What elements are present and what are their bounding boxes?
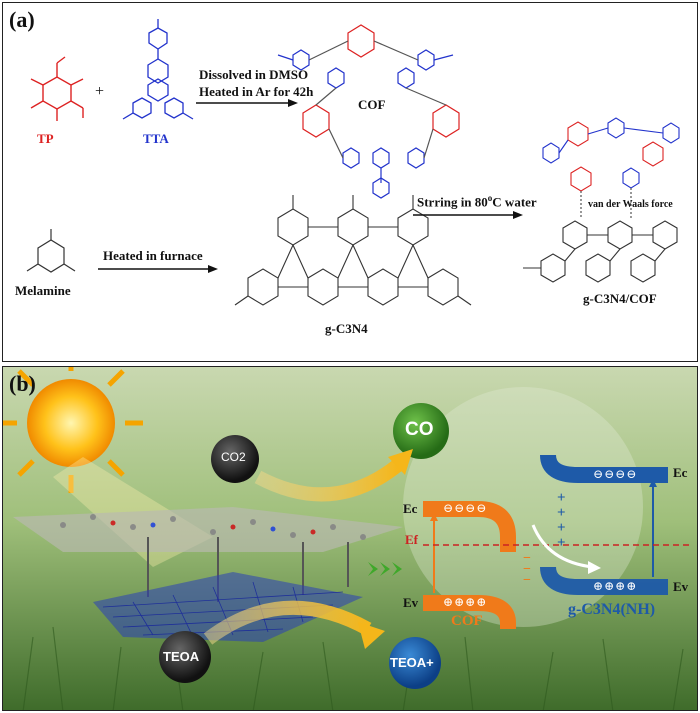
transfer-chevrons	[368, 562, 402, 576]
arrow-furnace	[98, 265, 218, 273]
composite-label: g-C3N4/COF	[583, 291, 657, 306]
globe-watermark	[403, 387, 643, 627]
co2-to-co-arrow	[254, 459, 403, 502]
gc3n4-network	[234, 195, 472, 306]
tp-label: TP	[37, 131, 54, 146]
gcn-band-diagram	[540, 454, 668, 595]
cof-structure	[277, 24, 460, 199]
panel-a: (a) TP + TTA Dissolved in DMSO Heated in…	[2, 2, 698, 362]
cof-label: COF	[358, 97, 386, 112]
ev-right-label: Ev	[673, 579, 689, 594]
panel-a-label: (a)	[9, 7, 35, 32]
co-ball	[393, 403, 449, 459]
cof-electrons: ⊖⊖⊖⊖	[443, 501, 488, 515]
tp-molecule	[30, 56, 84, 121]
interface-minus-charges: −−−	[523, 551, 531, 588]
co2-label: CO2	[221, 450, 246, 464]
arrow2-label: Heated in furnace	[103, 248, 203, 263]
vdw-label: van der Waals force	[588, 199, 673, 210]
teoa-label: TEOA	[163, 649, 200, 664]
gcn-band-label: g-C3N4(NH)	[568, 601, 656, 618]
composite-structure	[523, 117, 680, 283]
co-label: CO	[405, 419, 434, 440]
panel-b-graphics	[3, 367, 697, 710]
melamine-molecule	[26, 229, 76, 273]
ef-label: Ef	[405, 532, 418, 547]
teoa-ball	[159, 631, 211, 683]
gcn-holes: ⊕⊕⊕⊕	[593, 579, 638, 593]
panel-b-label: (b)	[9, 371, 36, 396]
electron-transfer-arrow	[531, 524, 594, 569]
vdw-pillars	[147, 537, 349, 602]
arrow3-label: Strring in 80oC water	[417, 193, 537, 210]
co2-ball	[211, 435, 259, 483]
interface-plus-charges: ++++	[557, 490, 566, 551]
gcn-electrons: ⊖⊖⊖⊖	[593, 467, 638, 481]
cof-layer	[13, 507, 403, 552]
cof-holes: ⊕⊕⊕⊕	[443, 595, 488, 609]
ec-left-label: Ec	[403, 501, 418, 516]
ev-left-label: Ev	[403, 595, 419, 610]
melamine-label: Melamine	[15, 283, 71, 298]
tta-molecule	[122, 19, 194, 120]
panel-b: (b) CO2 CO TEOA TEOA+ Ec Ef Ev Ec Ev ⊖⊖⊖…	[2, 366, 698, 711]
gc3n4-sheet	[93, 572, 363, 642]
gc3n4-label: g-C3N4	[325, 321, 368, 336]
teoa-plus-label: TEOA+	[390, 655, 434, 670]
plus-sign: +	[95, 83, 105, 100]
arrow-stirring	[413, 211, 523, 219]
teoa-plus-ball	[389, 637, 441, 689]
arrow1-label-line1: Dissolved in DMSO	[199, 67, 309, 82]
teoa-arrow	[203, 600, 372, 645]
ec-right-label: Ec	[673, 465, 688, 480]
cof-band-diagram	[423, 501, 516, 629]
sun-icon	[3, 367, 143, 493]
arrow1-label-line2: Heated in Ar for 42h	[199, 84, 314, 99]
cof-band-label: COF	[451, 613, 483, 629]
panel-a-graphics	[26, 19, 680, 306]
arrow-dissolve	[196, 99, 298, 107]
tta-label: TTA	[143, 131, 169, 146]
